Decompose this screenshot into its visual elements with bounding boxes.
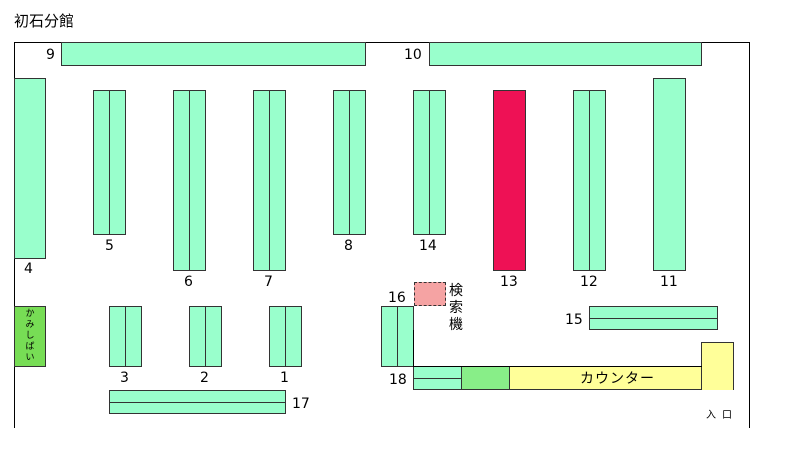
counter-wall-left: [413, 330, 414, 367]
kamishibai-char-2: み: [25, 320, 35, 330]
search-machine[interactable]: [414, 282, 446, 306]
shelf-8[interactable]: [333, 90, 366, 235]
counter-label: カウンター: [580, 371, 655, 387]
shelf-label-7: 7: [264, 274, 273, 290]
shelf-label-5: 5: [105, 238, 114, 254]
shelf-label-14: 14: [419, 238, 437, 254]
shelf-label-17: 17: [292, 396, 310, 412]
kamishibai-char-3: し: [25, 331, 35, 341]
shelf-9[interactable]: [61, 42, 366, 66]
shelf-label-6: 6: [184, 274, 193, 290]
shelf-label-15: 15: [565, 312, 583, 328]
shelf-label-2: 2: [200, 370, 209, 386]
wall-right: [749, 42, 750, 428]
shelf-label-18: 18: [389, 372, 407, 388]
shelf-18[interactable]: [413, 366, 462, 390]
shelf-17[interactable]: [109, 390, 286, 414]
shelf-12[interactable]: [573, 90, 606, 271]
entrance-label: 入口: [706, 410, 738, 421]
shelf-label-12: 12: [580, 274, 598, 290]
shelf-6[interactable]: [173, 90, 206, 271]
shelf-label-8: 8: [344, 238, 353, 254]
shelf-label-10: 10: [404, 47, 422, 63]
shelf-label-16: 16: [388, 290, 406, 306]
counter-join: [702, 366, 733, 389]
search-machine-label: 検索機: [449, 283, 463, 333]
counter-green-section: [461, 366, 510, 390]
shelf-14[interactable]: [413, 90, 446, 235]
shelf-label-4: 4: [24, 261, 33, 277]
shelf-label-9: 9: [46, 47, 55, 63]
shelf-15[interactable]: [589, 306, 718, 330]
shelf-1[interactable]: [269, 306, 302, 367]
shelf-label-13: 13: [500, 274, 518, 290]
shelf-16[interactable]: [381, 306, 414, 367]
wall-top: [14, 42, 750, 43]
kamishibai-char-1: か: [25, 309, 35, 319]
shelf-3[interactable]: [109, 306, 142, 367]
shelf-label-3: 3: [120, 370, 129, 386]
shelf-4[interactable]: [14, 78, 46, 259]
kamishibai-char-5: い: [25, 353, 35, 363]
shelf-5[interactable]: [93, 90, 126, 235]
shelf-7[interactable]: [253, 90, 286, 271]
shelf-13-highlighted[interactable]: [493, 90, 526, 271]
map-title: 初石分館: [14, 12, 75, 30]
kamishibai-shelf[interactable]: か み し ば い: [14, 306, 46, 367]
shelf-2[interactable]: [189, 306, 222, 367]
kamishibai-char-4: ば: [25, 342, 35, 352]
shelf-label-11: 11: [660, 274, 678, 290]
counter-wall-top: [413, 366, 702, 367]
shelf-label-1: 1: [280, 370, 289, 386]
shelf-11[interactable]: [653, 78, 686, 271]
shelf-10[interactable]: [429, 42, 702, 66]
